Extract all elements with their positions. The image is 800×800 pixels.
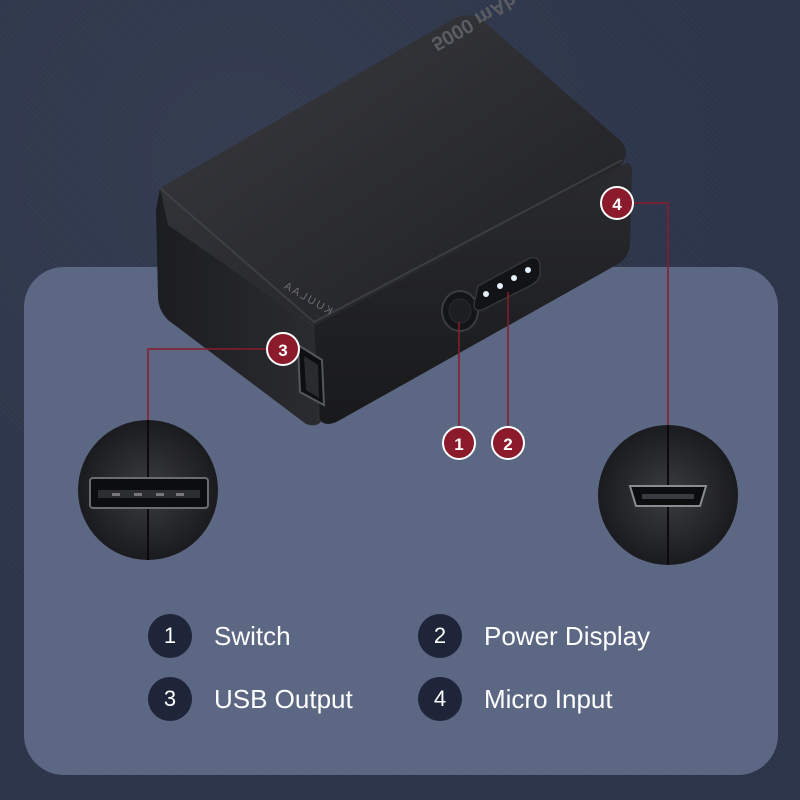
leader-line-4 [632,202,669,425]
legend-label: Power Display [484,620,651,651]
legend-number-badge: 4 [418,677,462,721]
svg-text:1: 1 [454,435,463,454]
callout-badge-4: 4 [600,186,634,220]
callout-badge-2: 2 [491,426,525,460]
legend-label: Switch [214,620,291,651]
svg-text:2: 2 [503,435,512,454]
legend-item-switch: 1 Switch [148,614,291,658]
legend-item-micro-input: 4 Micro Input [418,677,613,721]
svg-text:3: 3 [278,341,287,360]
led-2 [497,283,503,289]
legend-number-badge: 1 [148,614,192,658]
power-bank-device: 5000 mAh KUULAA [156,0,632,426]
micro-usb-port-icon [628,485,708,507]
svg-text:4: 4 [612,195,622,214]
usb-port-closeup-icon [89,477,209,509]
usb-zoom-circle [78,420,218,560]
led-1 [483,291,489,297]
led-3 [511,275,517,281]
power-display-leds [473,256,541,312]
device-right-face [314,163,632,424]
callout-badge-3: 3 [266,332,300,366]
legend-label: Micro Input [484,683,613,714]
legend-item-power-display: 2 Power Display [418,614,650,658]
device-left-face [156,188,322,426]
legend-number-badge: 2 [418,614,462,658]
legend-number-badge: 3 [148,677,192,721]
leader-line-3 [147,348,270,420]
device-top-face [158,15,626,329]
micro-usb-zoom-circle [598,425,738,565]
feature-legend: 1 Switch 2 Power Display 3 USB Output 4 … [148,614,708,744]
leader-lines [147,202,669,430]
callout-badge-1: 1 [442,426,476,460]
legend-item-usb-output: 3 USB Output [148,677,353,721]
led-4 [525,267,531,273]
legend-label: USB Output [214,683,353,714]
usb-port-icon [296,343,326,407]
power-button-icon [441,290,479,332]
